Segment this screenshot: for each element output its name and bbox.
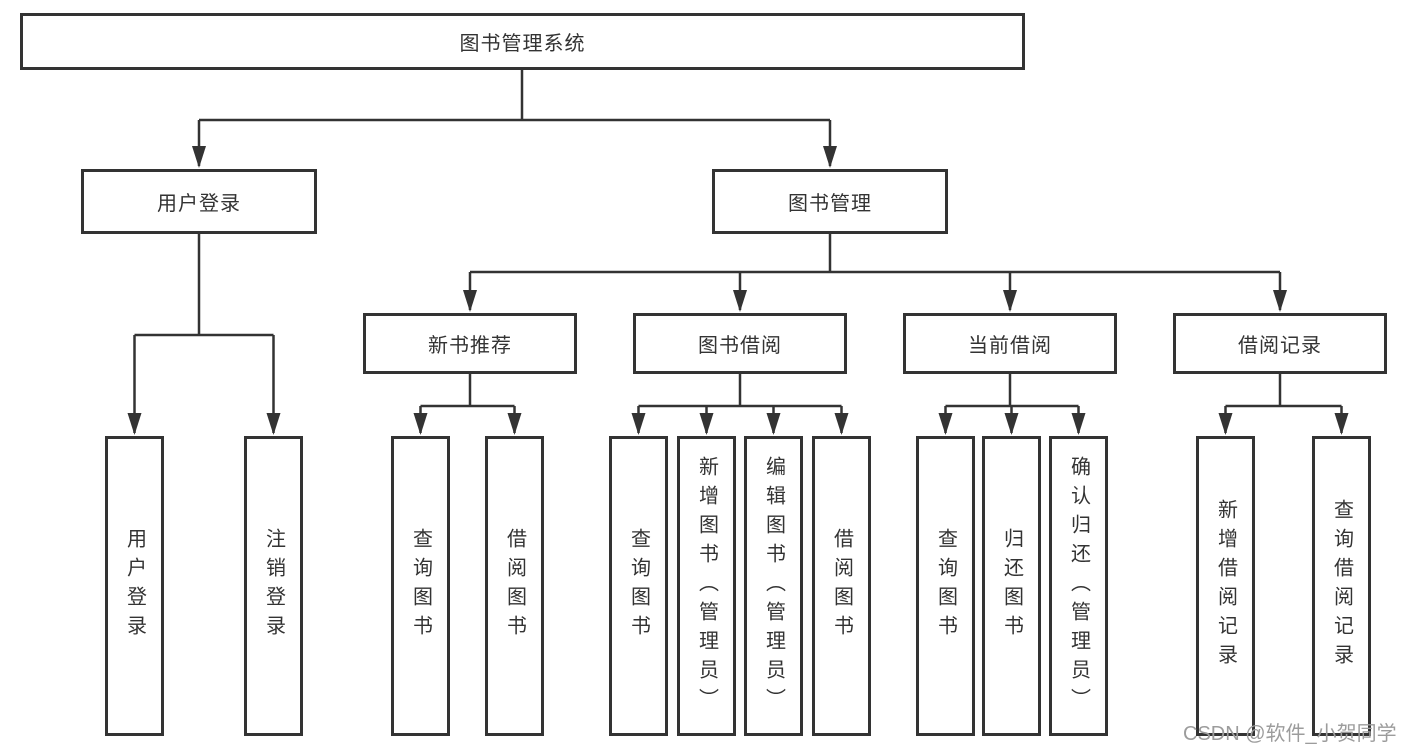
- node-current-borrow: 当前借阅: [903, 313, 1117, 374]
- node-new-book-recommend: 新书推荐: [363, 313, 577, 374]
- leaf-query-books-current: 查询图书: [916, 436, 975, 736]
- leaf-borrow-books: 借阅图书: [812, 436, 871, 736]
- node-library-system: 图书管理系统: [20, 13, 1025, 70]
- leaf-query-books-recommend: 查询图书: [391, 436, 450, 736]
- node-borrow-records: 借阅记录: [1173, 313, 1387, 374]
- leaf-return-books: 归还图书: [982, 436, 1041, 736]
- leaf-add-borrow-record: 新增借阅记录: [1196, 436, 1255, 736]
- node-book-management: 图书管理: [712, 169, 948, 234]
- leaf-edit-books-admin: 编辑图书（管理员）: [744, 436, 803, 736]
- csdn-watermark: CSDN @软件_小贺同学: [1183, 723, 1397, 745]
- leaf-borrow-books-recommend: 借阅图书: [485, 436, 544, 736]
- node-user-login: 用户登录: [81, 169, 317, 234]
- leaf-user-login: 用户登录: [105, 436, 164, 736]
- leaf-confirm-return-admin: 确认归还（管理员）: [1049, 436, 1108, 736]
- leaf-add-books-admin: 新增图书（管理员）: [677, 436, 736, 736]
- leaf-query-borrow-record: 查询借阅记录: [1312, 436, 1371, 736]
- leaf-query-books-borrow: 查询图书: [609, 436, 668, 736]
- leaf-logout: 注销登录: [244, 436, 303, 736]
- node-book-borrow: 图书借阅: [633, 313, 847, 374]
- connector-arrows: [127, 120, 1349, 435]
